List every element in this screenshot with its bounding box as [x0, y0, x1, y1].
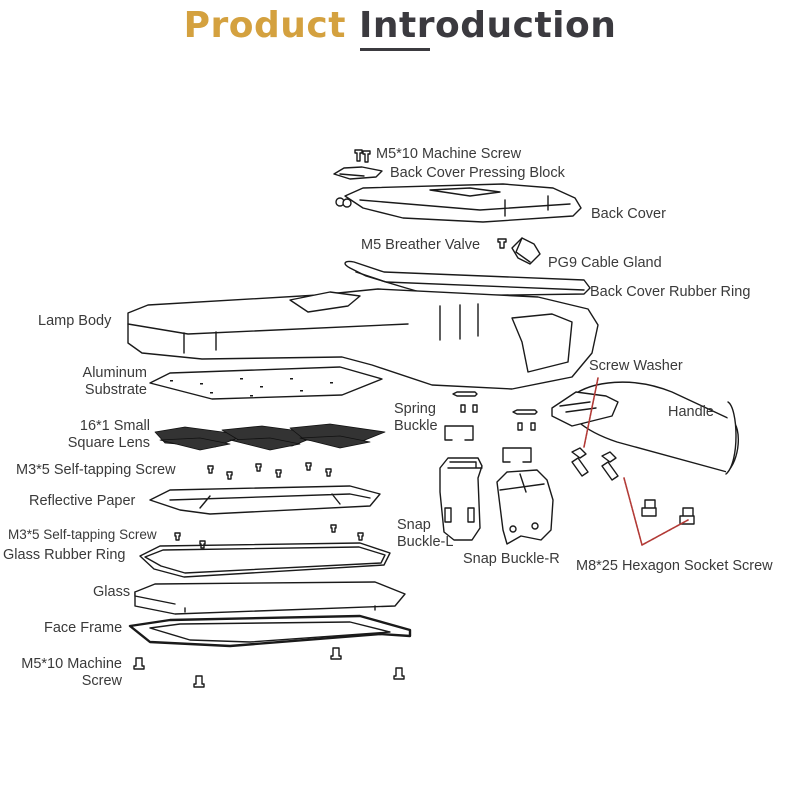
- label-back-cover: Back Cover: [591, 206, 666, 222]
- back-cover-drawing: [335, 183, 582, 223]
- label-snap-buckle-l: Snap Buckle-L: [397, 517, 453, 551]
- m5-machine-screw-top-drawing: [354, 149, 371, 163]
- label-reflective-paper: Reflective Paper: [29, 493, 136, 509]
- label-m3-self-tapping-screw-2: M3*5 Self-tapping Screw: [8, 527, 157, 542]
- m8-hex-socket-screws-drawing: [571, 447, 695, 525]
- label-screw-washer: Screw Washer: [589, 358, 683, 374]
- label-snap-buckle-l-line2: Buckle-L: [397, 534, 454, 550]
- back-cover-pressing-block-drawing: [333, 166, 383, 180]
- label-aluminum-substrate-line2: Substrate: [84, 382, 147, 398]
- reflective-paper-drawing: [149, 485, 381, 515]
- m5-machine-screws-bottom-drawing: [133, 647, 405, 688]
- m3-self-tapping-screws-row2-drawing: [174, 524, 364, 549]
- pg9-cable-gland-drawing: [511, 237, 541, 265]
- label-spring-buckle-line1: Spring: [394, 401, 436, 417]
- lamp-body-drawing: [127, 288, 599, 390]
- label-aluminum-substrate: Aluminum Substrate: [60, 365, 147, 399]
- handle-drawing: [551, 381, 739, 475]
- spring-buckle-drawing: [444, 391, 538, 463]
- label-m5-machine-screw-bottom: M5*10 Machine Screw: [0, 656, 122, 690]
- label-snap-buckle-r: Snap Buckle-R: [463, 551, 560, 567]
- label-back-cover-pressing-block: Back Cover Pressing Block: [390, 165, 565, 181]
- leader-lines: [583, 377, 689, 546]
- m3-self-tapping-screws-row1-drawing: [207, 462, 332, 480]
- label-lamp-body: Lamp Body: [38, 313, 112, 329]
- aluminum-substrate-drawing: [149, 366, 383, 400]
- label-pg9-cable-gland: PG9 Cable Gland: [548, 255, 662, 271]
- label-glass-rubber-ring: Glass Rubber Ring: [3, 547, 126, 563]
- label-spring-buckle: Spring Buckle: [394, 401, 438, 435]
- label-small-square-lens: 16*1 Small Square Lens: [40, 418, 150, 452]
- label-m5-machine-screw-bottom-line2: Screw: [81, 673, 122, 689]
- page-title: Product Introduction: [0, 2, 800, 50]
- label-m5-breather-valve: M5 Breather Valve: [361, 237, 481, 253]
- snap-buckle-r-drawing: [496, 469, 554, 545]
- label-small-square-lens-line1: 16*1 Small: [79, 418, 150, 434]
- label-back-cover-rubber-ring: Back Cover Rubber Ring: [590, 284, 751, 300]
- label-spring-buckle-line2: Buckle: [394, 418, 438, 434]
- title-underline: [360, 48, 430, 51]
- label-small-square-lens-line2: Square Lens: [67, 435, 150, 451]
- label-face-frame: Face Frame: [44, 620, 123, 636]
- label-glass: Glass: [93, 584, 131, 600]
- title-word-product: Product: [183, 5, 346, 46]
- small-square-lens-drawing: [154, 423, 386, 451]
- glass-drawing: [134, 581, 406, 615]
- m5-breather-valve-drawing: [497, 238, 507, 249]
- snap-buckle-l-drawing: [439, 457, 483, 541]
- face-frame-drawing: [128, 614, 412, 648]
- label-m8-hex-socket-screw: M8*25 Hexagon Socket Screw: [576, 558, 773, 574]
- label-m5-machine-screw-bottom-line1: M5*10 Machine: [21, 656, 122, 672]
- label-aluminum-substrate-line1: Aluminum: [82, 365, 147, 381]
- glass-rubber-ring-drawing: [139, 542, 391, 578]
- label-handle: Handle: [668, 404, 714, 420]
- label-m5-machine-screw-top: M5*10 Machine Screw: [376, 146, 522, 162]
- title-word-introduction: Introduction: [359, 5, 617, 46]
- label-m3-self-tapping-screw-1: M3*5 Self-tapping Screw: [16, 462, 176, 478]
- label-snap-buckle-l-line1: Snap: [397, 517, 431, 533]
